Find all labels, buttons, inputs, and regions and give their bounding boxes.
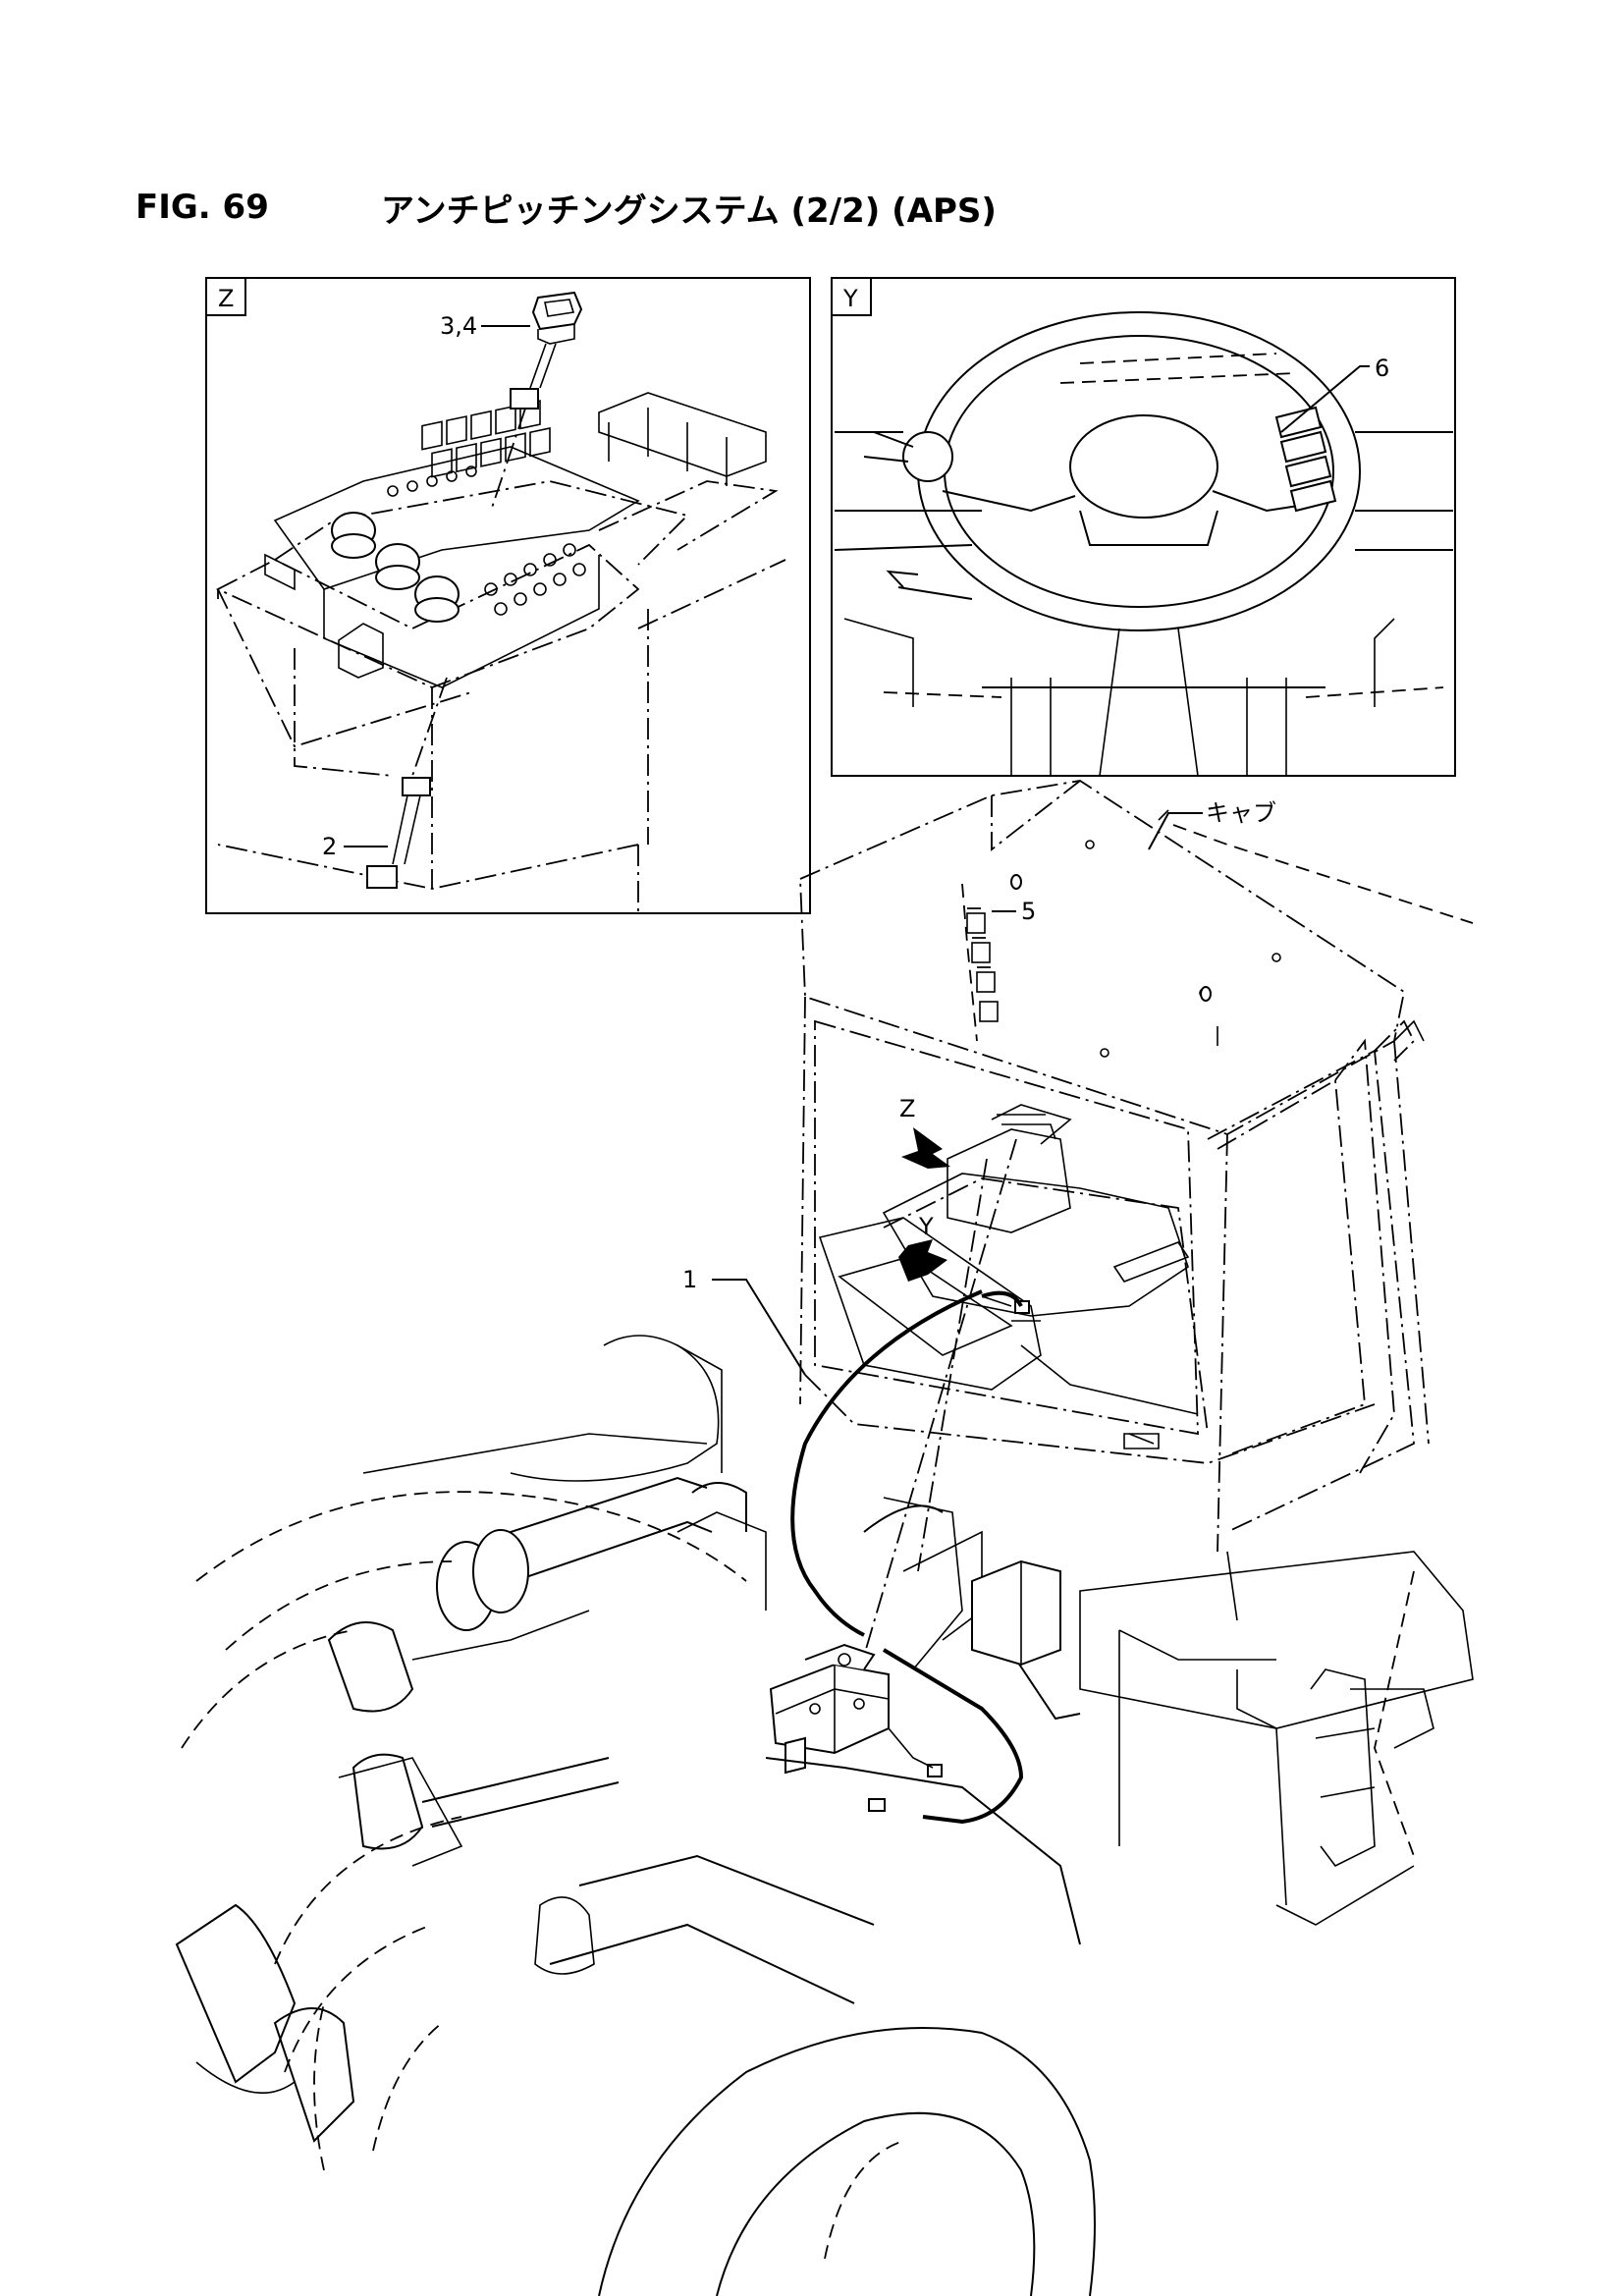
main-machine-view: 5 キャブ Z Y	[175, 780, 1474, 2296]
switch-panel-y	[1274, 406, 1337, 513]
detail-z-frame	[205, 277, 811, 914]
figure-heading: FIG. 69 アンチピッチングシステム (2/2) (APS)	[135, 183, 997, 232]
view-z-callout: Z	[899, 1095, 915, 1122]
callout-5: 5	[1021, 898, 1036, 925]
detail-z-label: Z	[218, 285, 234, 312]
detail-z-label-box	[205, 277, 246, 316]
console-assembly	[215, 392, 786, 913]
callout-6: 6	[1375, 355, 1389, 382]
figure-title: アンチピッチングシステム (2/2) (APS)	[381, 191, 997, 231]
leader-cab	[1148, 812, 1203, 850]
aps-switch	[490, 291, 583, 512]
view-arrows: Z Y	[853, 1095, 1017, 1690]
switch-grid	[387, 400, 586, 616]
detail-y-label-box	[831, 277, 872, 316]
view-y-callout: Y	[918, 1213, 934, 1240]
callout-2: 2	[322, 833, 337, 860]
roof-switch	[966, 912, 999, 1022]
steering-wheel	[863, 311, 1361, 631]
cab-body	[799, 780, 1474, 1553]
view-z-arrow	[901, 1127, 950, 1169]
harness-2	[366, 677, 448, 889]
leader-1	[712, 1279, 806, 1376]
control-valve	[769, 1643, 943, 1812]
dashboard-lines	[834, 353, 1453, 777]
front-wheels	[175, 1491, 1096, 2296]
detail-y-panel: Y 6	[831, 277, 1456, 777]
callout-3-4: 3,4	[440, 312, 477, 340]
callout-1: 1	[682, 1266, 697, 1293]
detail-y-frame	[831, 277, 1456, 777]
front-frame	[327, 1335, 1474, 2004]
callout-cab: キャブ	[1206, 799, 1276, 827]
detail-z-panel: Z	[205, 277, 811, 914]
figure-number: FIG. 69	[135, 188, 269, 227]
cab-interior	[818, 1104, 1199, 1449]
detail-y-label: Y	[842, 285, 858, 312]
view-y-arrow	[898, 1239, 947, 1282]
leader-6	[1280, 365, 1370, 433]
